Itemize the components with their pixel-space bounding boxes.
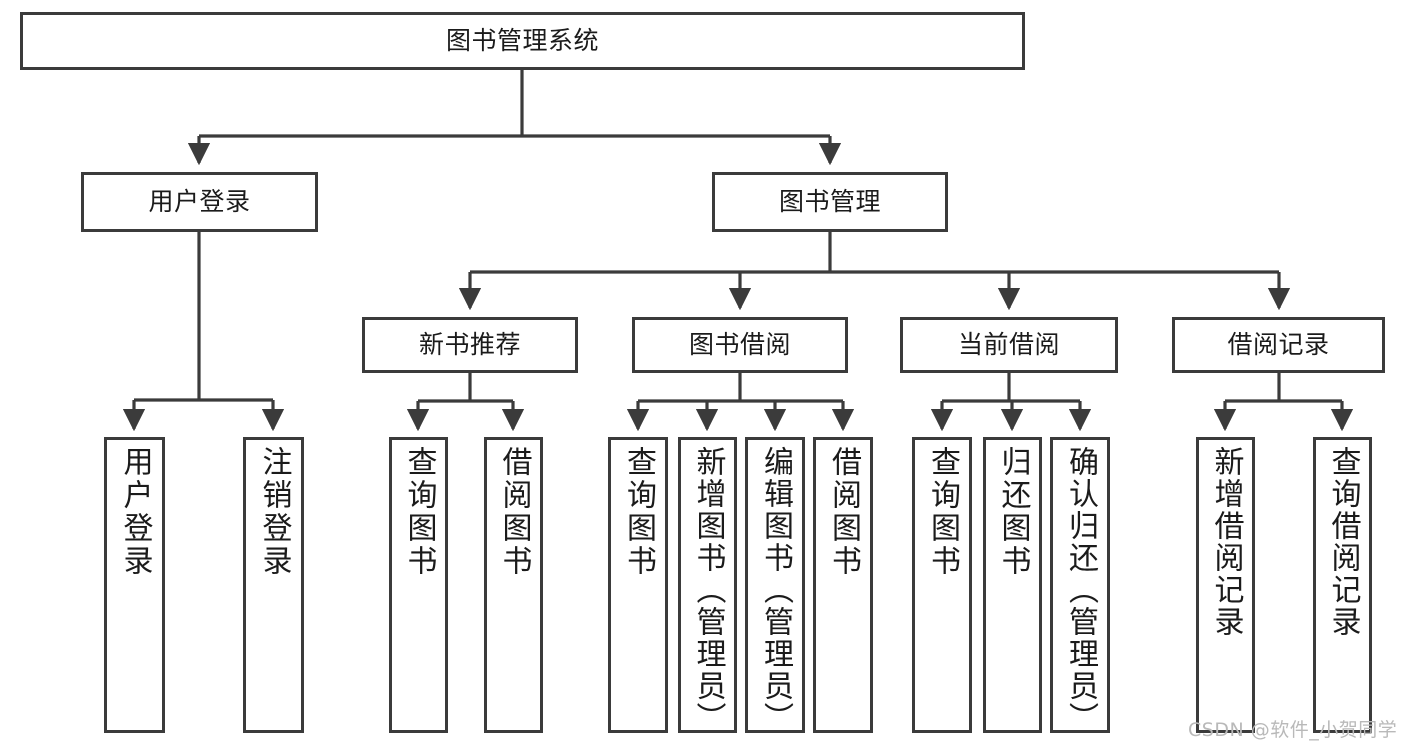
node-leaf-return-book-label: 归还图书 bbox=[995, 446, 1031, 578]
node-leaf-add-borrow-record-label: 新增借阅记录 bbox=[1208, 446, 1244, 638]
node-leaf-borrow-book-rec[interactable]: 借阅图书 bbox=[484, 437, 543, 733]
node-current-borrow[interactable]: 当前借阅 bbox=[900, 317, 1118, 373]
node-leaf-user-login-label: 用户登录 bbox=[117, 446, 153, 578]
node-leaf-query-book-borrow-label: 查询图书 bbox=[621, 446, 656, 578]
node-new-book-recommend-label: 新书推荐 bbox=[418, 330, 521, 360]
node-leaf-query-book-rec-label: 查询图书 bbox=[401, 446, 437, 578]
node-leaf-return-book[interactable]: 归还图书 bbox=[983, 437, 1042, 733]
node-borrow-record-label: 借阅记录 bbox=[1227, 330, 1330, 360]
node-leaf-user-logout[interactable]: 注销登录 bbox=[243, 437, 304, 733]
csdn-watermark: CSDN @软件_小贺同学 bbox=[1188, 719, 1398, 741]
node-leaf-query-book-current-label: 查询图书 bbox=[925, 446, 960, 578]
node-book-manage[interactable]: 图书管理 bbox=[712, 172, 948, 232]
node-leaf-query-book-borrow[interactable]: 查询图书 bbox=[608, 437, 668, 733]
node-leaf-edit-book-admin[interactable]: 编辑图书（管理员） bbox=[745, 437, 805, 734]
node-leaf-borrow-book-rec-label: 借阅图书 bbox=[496, 446, 532, 578]
node-leaf-confirm-return-admin-label: 确认归还（管理员） bbox=[1063, 446, 1098, 734]
node-current-borrow-label: 当前借阅 bbox=[957, 330, 1060, 360]
node-book-borrow[interactable]: 图书借阅 bbox=[632, 317, 848, 373]
node-leaf-user-logout-label: 注销登录 bbox=[256, 446, 292, 578]
node-leaf-query-borrow-record-label: 查询借阅记录 bbox=[1325, 446, 1361, 638]
node-leaf-borrow-book-label: 借阅图书 bbox=[826, 446, 861, 578]
node-user-login[interactable]: 用户登录 bbox=[81, 172, 318, 232]
node-leaf-borrow-book[interactable]: 借阅图书 bbox=[813, 437, 873, 733]
node-root[interactable]: 图书管理系统 bbox=[20, 12, 1025, 70]
node-leaf-query-borrow-record[interactable]: 查询借阅记录 bbox=[1313, 437, 1372, 733]
node-root-label: 图书管理系统 bbox=[445, 26, 599, 56]
node-leaf-add-book-admin-label: 新增图书（管理员） bbox=[690, 446, 726, 734]
node-leaf-user-login[interactable]: 用户登录 bbox=[104, 437, 165, 733]
node-leaf-add-borrow-record[interactable]: 新增借阅记录 bbox=[1196, 437, 1255, 733]
node-leaf-query-book-current[interactable]: 查询图书 bbox=[912, 437, 972, 733]
node-leaf-query-book-rec[interactable]: 查询图书 bbox=[389, 437, 448, 733]
node-leaf-edit-book-admin-label: 编辑图书（管理员） bbox=[758, 446, 793, 734]
node-new-book-recommend[interactable]: 新书推荐 bbox=[362, 317, 578, 373]
node-leaf-confirm-return-admin[interactable]: 确认归还（管理员） bbox=[1050, 437, 1110, 734]
node-leaf-add-book-admin[interactable]: 新增图书（管理员） bbox=[678, 437, 737, 734]
node-book-manage-label: 图书管理 bbox=[778, 187, 881, 217]
node-user-login-label: 用户登录 bbox=[148, 187, 251, 217]
node-borrow-record[interactable]: 借阅记录 bbox=[1172, 317, 1385, 373]
node-book-borrow-label: 图书借阅 bbox=[688, 330, 791, 360]
